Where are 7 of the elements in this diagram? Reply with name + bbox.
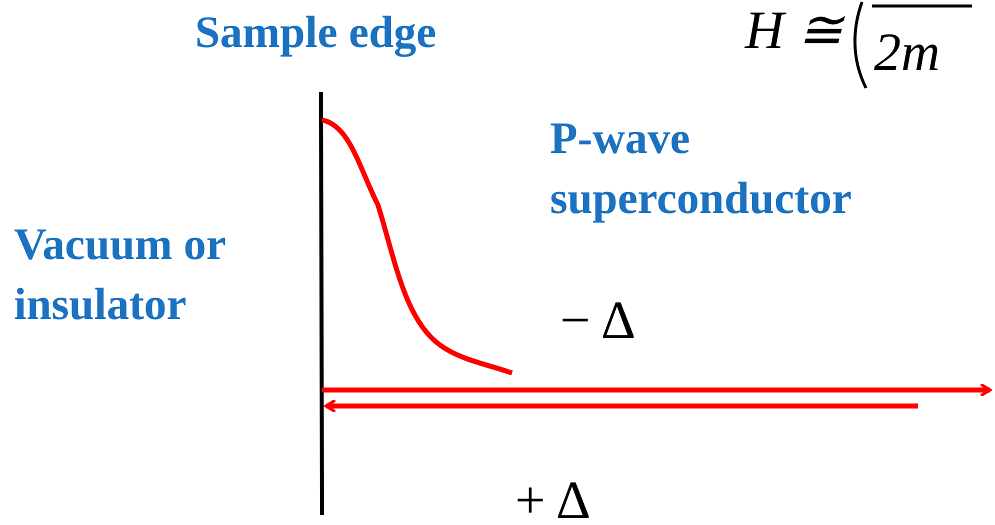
math-label: + Δ [515,470,591,525]
region-label: Vacuum or insulator [14,218,226,331]
math-label: − Δ [560,290,636,350]
formula-text: 2m [874,22,940,82]
heading-label: Sample edge [195,6,436,59]
region-label: P-wave superconductor [550,112,853,225]
formula-text: H ≅ [745,0,842,60]
